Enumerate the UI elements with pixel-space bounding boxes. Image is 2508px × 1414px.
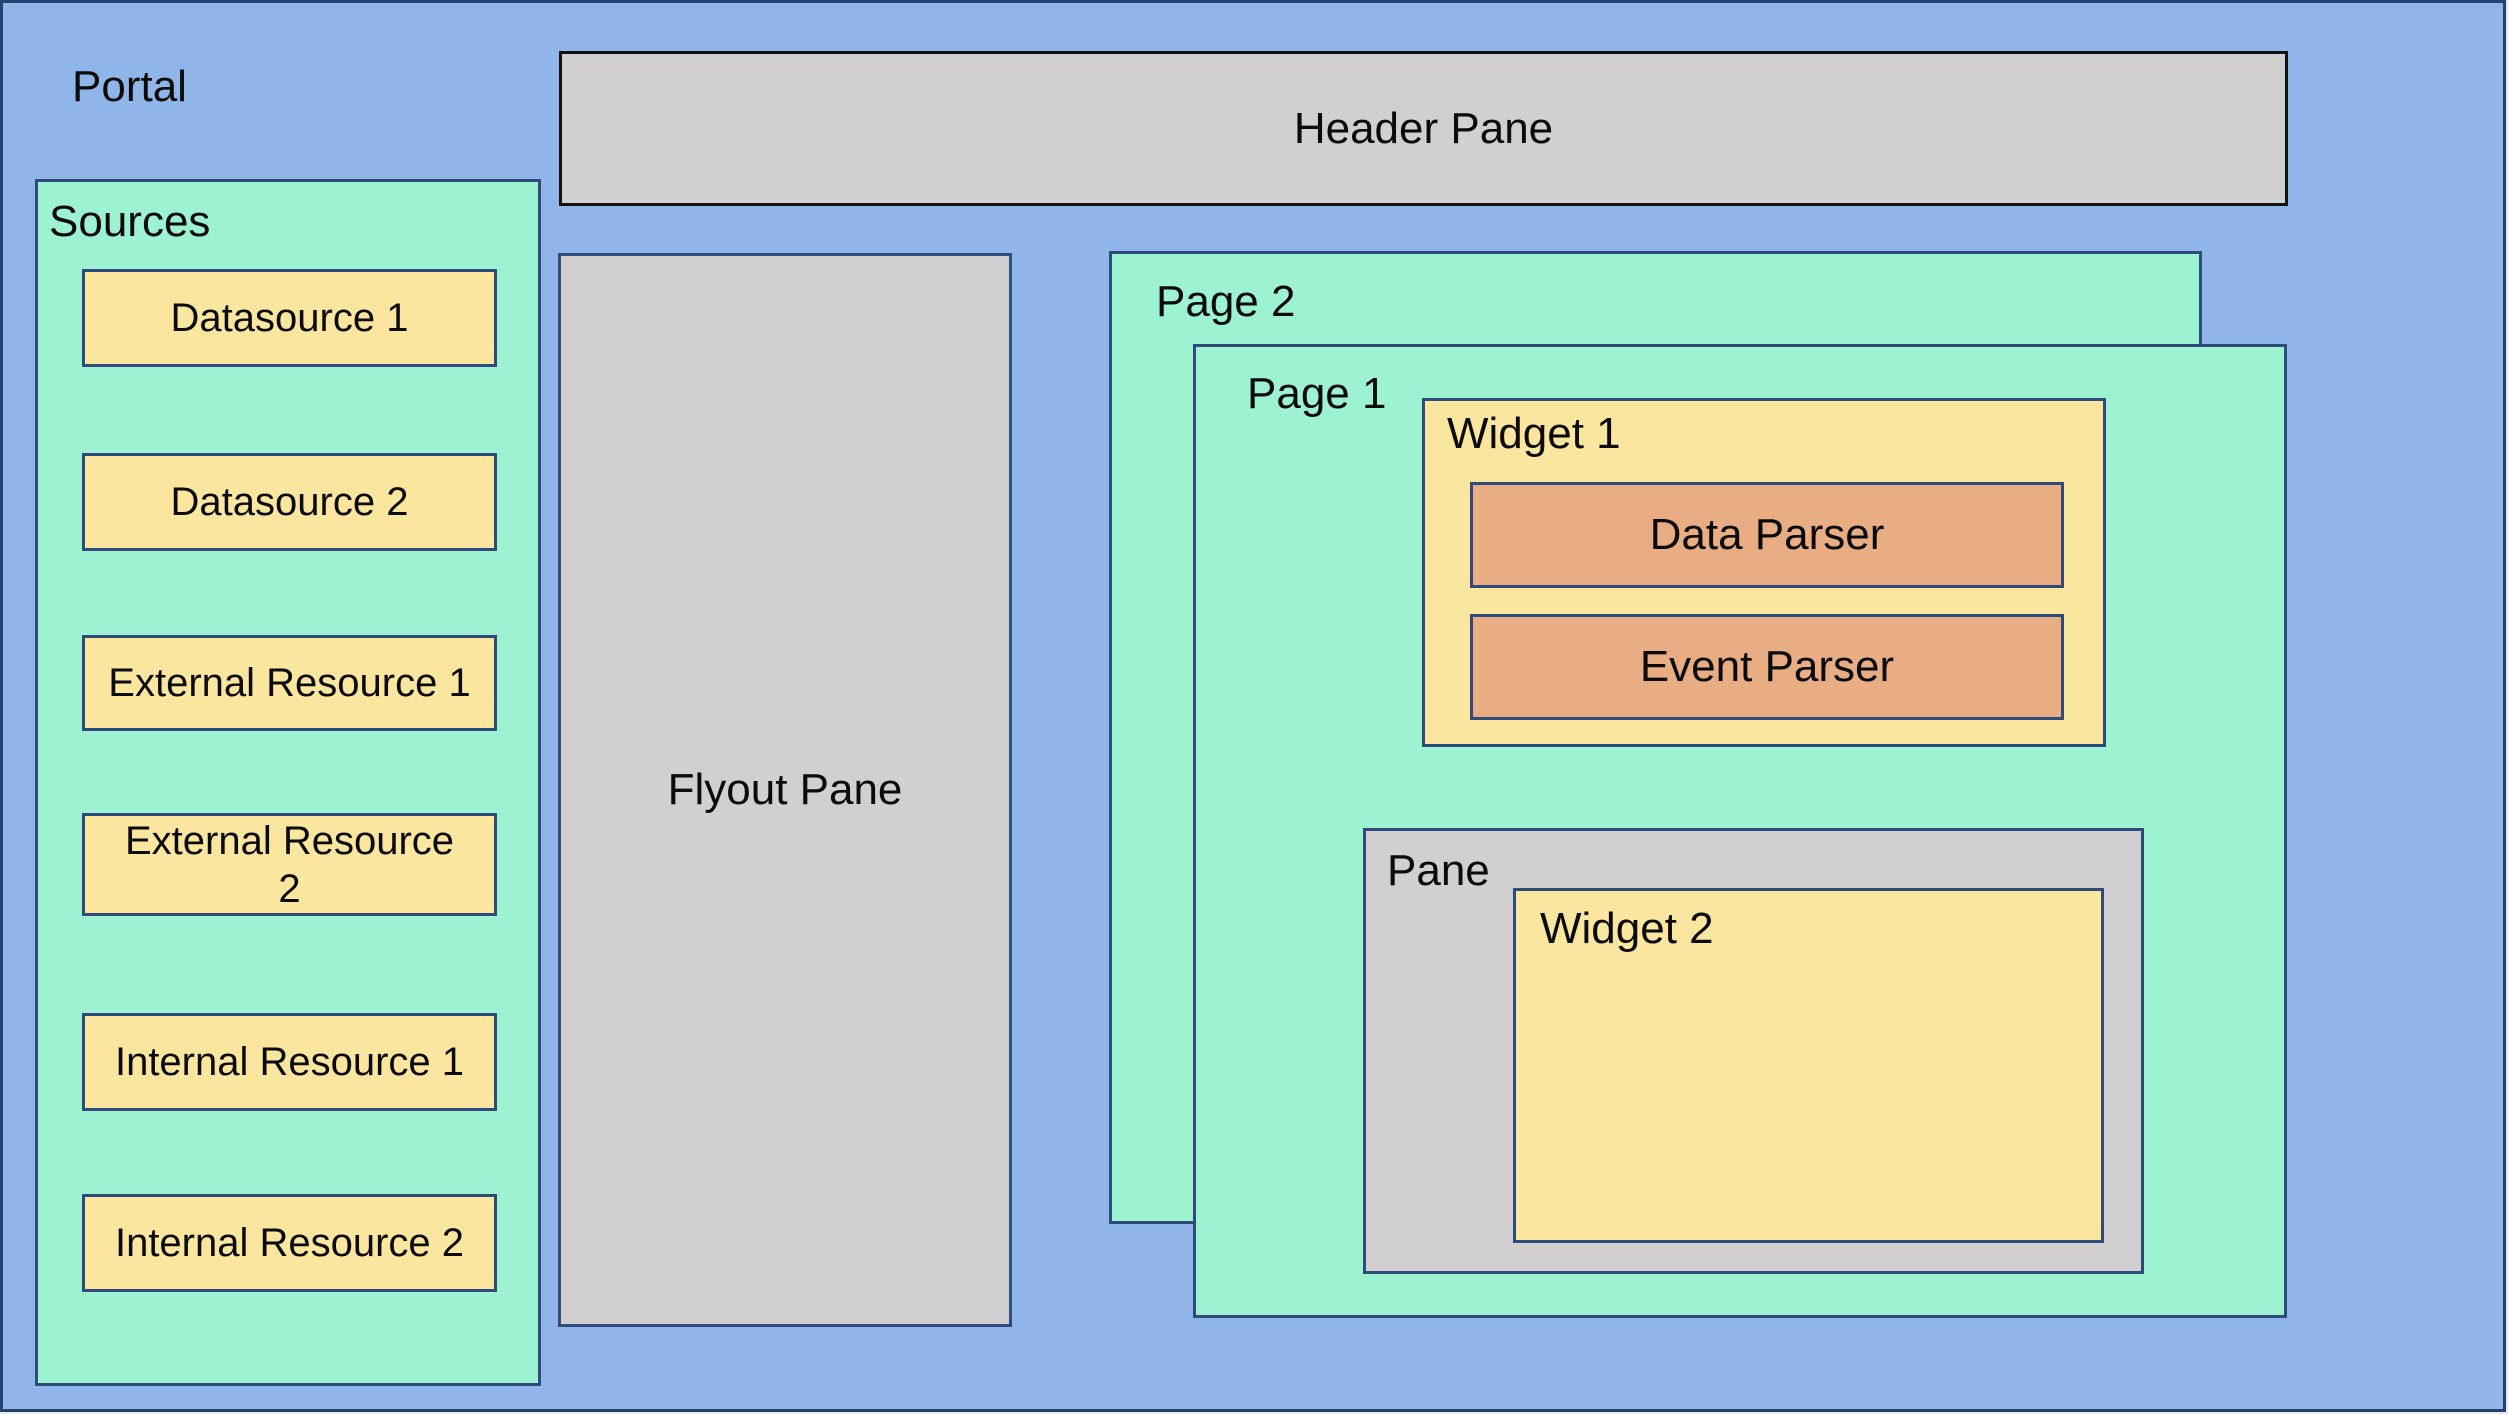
widget-2-label: Widget 2 — [1540, 904, 1714, 953]
widget-1-box: Widget 1 Data Parser Event Parser — [1422, 398, 2106, 747]
page-2-label: Page 2 — [1156, 277, 1296, 326]
header-pane: Header Pane — [559, 51, 2288, 206]
sources-label: Sources — [49, 197, 211, 246]
flyout-pane-label: Flyout Pane — [667, 765, 903, 814]
external-resource-1-box: External Resource 1 — [82, 635, 497, 731]
portal-label: Portal — [72, 62, 187, 111]
event-parser-box: Event Parser — [1470, 614, 2064, 720]
internal-resource-2-box: Internal Resource 2 — [82, 1194, 497, 1292]
widget-1-label: Widget 1 — [1447, 409, 1621, 458]
datasource-1-box: Datasource 1 — [82, 269, 497, 367]
data-parser-box: Data Parser — [1470, 482, 2064, 588]
pane-label: Pane — [1387, 846, 1490, 895]
page-1-label: Page 1 — [1247, 369, 1387, 418]
external-resource-2-box: External Resource 2 — [82, 813, 497, 916]
header-pane-label: Header Pane — [1293, 103, 1554, 153]
data-parser-label: Data Parser — [1649, 510, 1885, 559]
datasource-2-box: Datasource 2 — [82, 453, 497, 551]
internal-resource-1-box: Internal Resource 1 — [82, 1013, 497, 1111]
pane-box: Pane Widget 2 — [1363, 828, 2144, 1274]
flyout-pane: Flyout Pane — [558, 253, 1012, 1327]
widget-2-box: Widget 2 — [1513, 888, 2104, 1243]
page-1-panel: Page 1 Widget 1 Data Parser Event Parser… — [1193, 344, 2287, 1318]
sources-panel: Sources Datasource 1 Datasource 2 Extern… — [35, 179, 541, 1386]
event-parser-label: Event Parser — [1639, 642, 1895, 691]
